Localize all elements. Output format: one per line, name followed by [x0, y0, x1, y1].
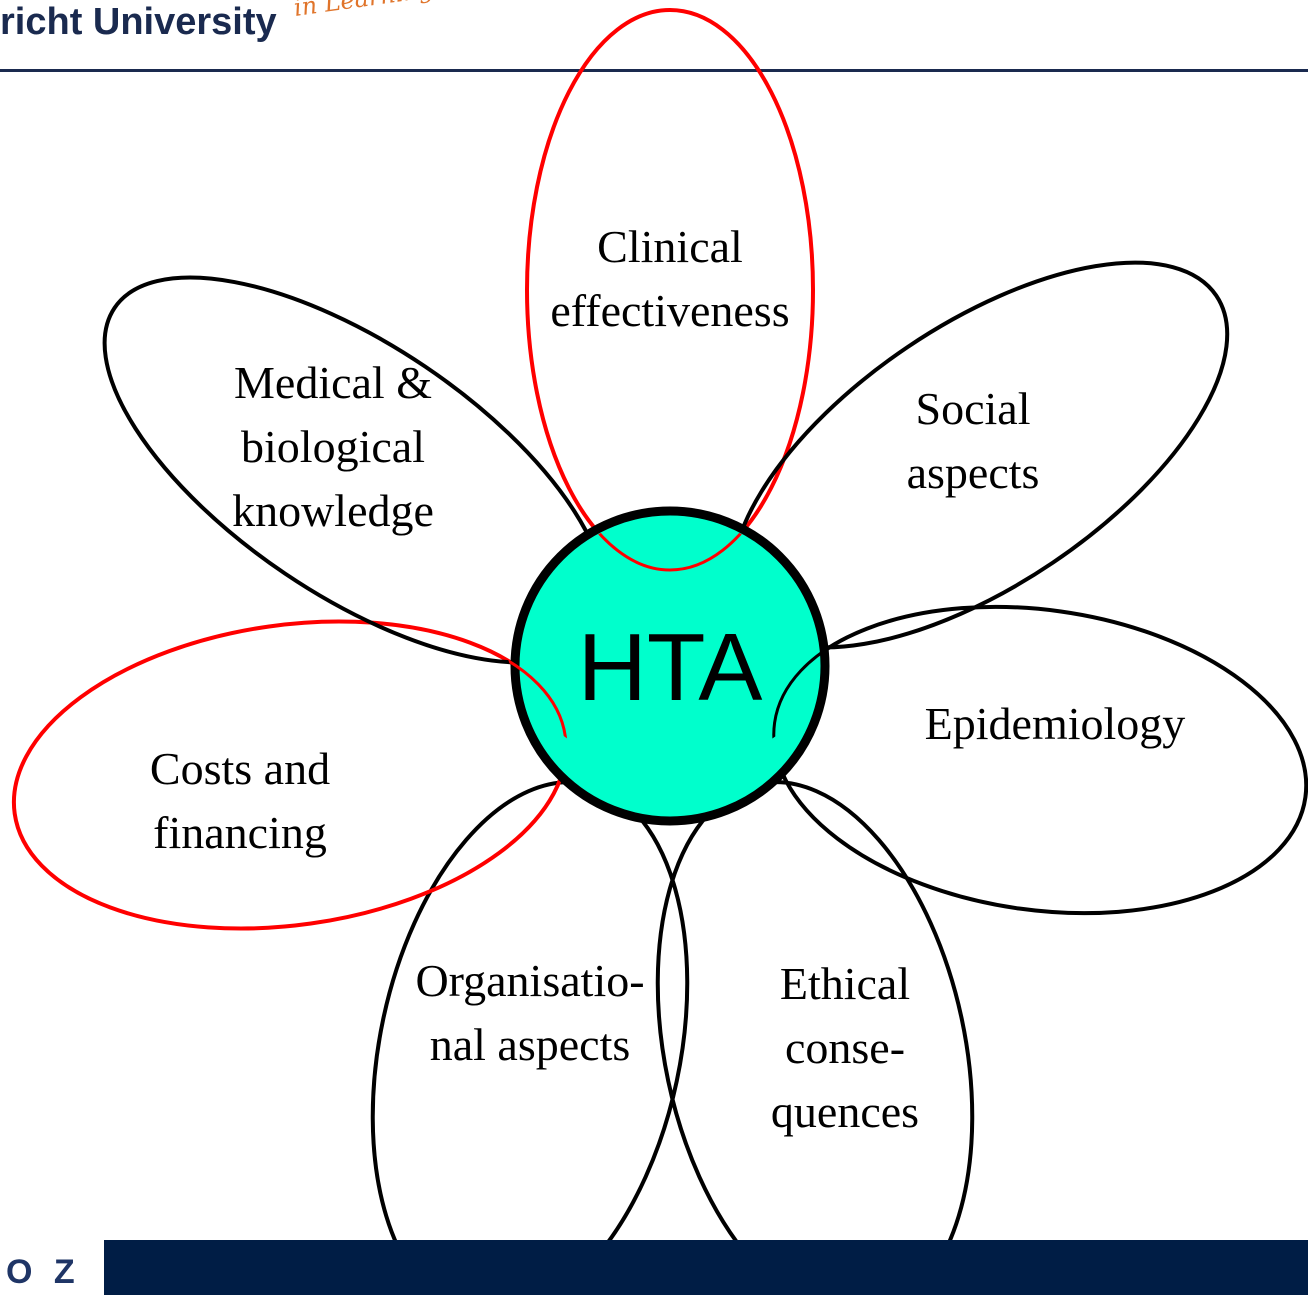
header-divider [0, 69, 1308, 72]
petal-label-line: Costs and [150, 743, 330, 794]
petal-label-line: Ethical [780, 958, 910, 1009]
petal-label-line: Medical & [234, 357, 432, 408]
petal-label-line: knowledge [232, 485, 434, 536]
petal-label-line: Social [916, 383, 1031, 434]
petal-label-line: Organisatio- [415, 955, 644, 1006]
petal-label-social: Social aspects [907, 383, 1040, 498]
footer-bar: O Z [0, 1240, 1308, 1295]
petal-label-epidemiology: Epidemiology [925, 698, 1186, 749]
footer-logo: O Z [0, 1240, 104, 1295]
petal-label-line: nal aspects [430, 1019, 631, 1070]
petal-label-costs: Costs and financing [150, 743, 330, 858]
hta-center-label: HTA [578, 614, 763, 721]
petal-label-ethical: Ethical conse-quences [771, 958, 919, 1137]
center-layer: HTA [481, 261, 857, 883]
petal-label-organisational: Organisatio-nal aspects [415, 955, 644, 1070]
petal-label-line: effectiveness [550, 285, 789, 336]
petal-epidemiology [771, 604, 1308, 916]
petal-label-line: conse- [785, 1022, 905, 1073]
petal-label-medical: Medical & biological knowledge [232, 357, 434, 536]
petal-overlay-clinical [525, 516, 815, 572]
petal-label-line: Clinical [597, 221, 743, 272]
petal-label-clinical: Clinical effectiveness [550, 221, 789, 336]
petal-label-line: Epidemiology [925, 698, 1186, 749]
petal-overlay-epidemiology [772, 605, 857, 785]
footer-logo-text: O Z [6, 1253, 81, 1291]
header: richt University in Learning! [0, 0, 1308, 72]
petal-label-line: financing [153, 807, 327, 858]
petal-label-line: biological [241, 421, 425, 472]
petal-label-line: quences [771, 1086, 919, 1137]
university-name: richt University [0, 1, 277, 43]
petal-overlay-costs [481, 620, 568, 784]
petal-label-line: aspects [907, 447, 1040, 498]
